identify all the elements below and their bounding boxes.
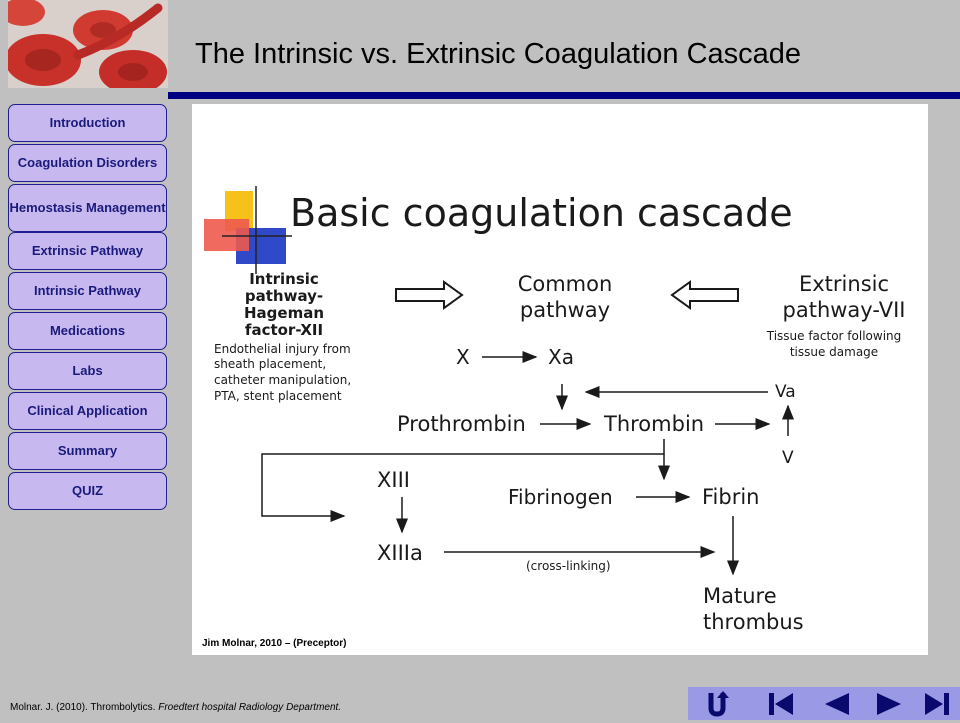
- extrinsic-to-common-arrow: [670, 280, 739, 310]
- diagram-heading: Basic coagulation cascade: [290, 191, 793, 235]
- citation-footer: Molnar. J. (2010). Thrombolytics. Froedt…: [10, 702, 341, 713]
- citation-source: Froedtert hospital Radiology Department.: [158, 702, 342, 713]
- factor-v: V: [782, 448, 794, 468]
- last-slide-icon[interactable]: [922, 690, 952, 718]
- nav-clinical-application[interactable]: Clinical Application: [8, 392, 167, 430]
- nav-summary[interactable]: Summary: [8, 432, 167, 470]
- intrinsic-note-3: catheter manipulation,: [214, 373, 351, 387]
- nav-coagulation-disorders[interactable]: Coagulation Disorders: [8, 144, 167, 182]
- nav-hemostasis-management[interactable]: Hemostasis Management: [8, 184, 167, 232]
- nav-labs[interactable]: Labs: [8, 352, 167, 390]
- thrombin: Thrombin: [603, 412, 704, 436]
- factor-xiii: XIII: [377, 468, 410, 492]
- intrinsic-to-common-arrow: [395, 280, 464, 310]
- intrinsic-note-2: sheath placement,: [214, 357, 326, 371]
- extrinsic-note-2: tissue damage: [790, 345, 878, 359]
- fibrinogen: Fibrinogen: [508, 485, 613, 509]
- intrinsic-label-4: factor-XII: [245, 321, 323, 339]
- prothrombin: Prothrombin: [397, 412, 526, 436]
- factor-va: Va: [775, 382, 796, 402]
- coagulation-diagram-panel: Basic coagulation cascade Intrinsic path…: [192, 104, 928, 655]
- common-label-2: pathway: [520, 298, 610, 322]
- slide-navigation-bar: [688, 687, 960, 720]
- previous-slide-icon[interactable]: [822, 690, 852, 718]
- factor-xa: Xa: [548, 345, 574, 369]
- nav-medications[interactable]: Medications: [8, 312, 167, 350]
- extrinsic-label-2: pathway-VII: [783, 298, 906, 322]
- common-label-1: Common: [518, 272, 613, 296]
- intrinsic-label-1: Intrinsic: [249, 270, 319, 288]
- intrinsic-label-2: pathway-: [245, 287, 323, 305]
- intrinsic-note-1: Endothelial injury from: [214, 342, 351, 356]
- nav-intrinsic-pathway[interactable]: Intrinsic Pathway: [8, 272, 167, 310]
- nav-introduction[interactable]: Introduction: [8, 104, 167, 142]
- coagulation-cascade-diagram: Basic coagulation cascade Intrinsic path…: [204, 186, 906, 634]
- extrinsic-note-1: Tissue factor following: [766, 329, 902, 343]
- page-title: The Intrinsic vs. Extrinsic Coagulation …: [195, 38, 802, 70]
- decorative-squares: [204, 186, 292, 274]
- intrinsic-note-4: PTA, stent placement: [214, 389, 342, 403]
- next-slide-icon[interactable]: [874, 690, 904, 718]
- factor-x: X: [456, 345, 470, 369]
- title-divider: [168, 92, 960, 99]
- citation-text: Molnar. J. (2010). Thrombolytics.: [10, 702, 156, 713]
- first-slide-icon[interactable]: [766, 690, 796, 718]
- nav-extrinsic-pathway[interactable]: Extrinsic Pathway: [8, 232, 167, 270]
- image-credit: Jim Molnar, 2010 – (Preceptor): [202, 638, 347, 649]
- red-blood-cells-image: [8, 0, 168, 88]
- mature-thrombus-2: thrombus: [703, 610, 804, 634]
- extrinsic-label-1: Extrinsic: [799, 272, 889, 296]
- factor-xiiia: XIIIa: [377, 541, 423, 565]
- intrinsic-label-3: Hageman: [244, 304, 324, 322]
- return-icon[interactable]: [702, 690, 732, 718]
- cross-linking-label: (cross-linking): [526, 559, 611, 573]
- nav-quiz[interactable]: QUIZ: [8, 472, 167, 510]
- mature-thrombus-1: Mature: [703, 584, 777, 608]
- fibrin: Fibrin: [702, 485, 760, 509]
